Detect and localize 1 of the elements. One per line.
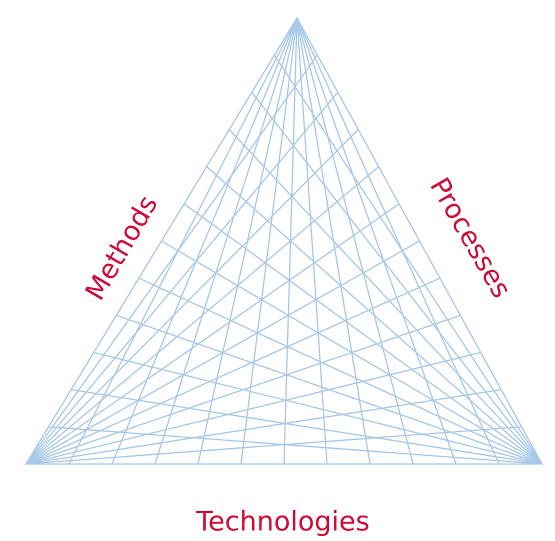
side-label: Technologies <box>196 508 370 536</box>
